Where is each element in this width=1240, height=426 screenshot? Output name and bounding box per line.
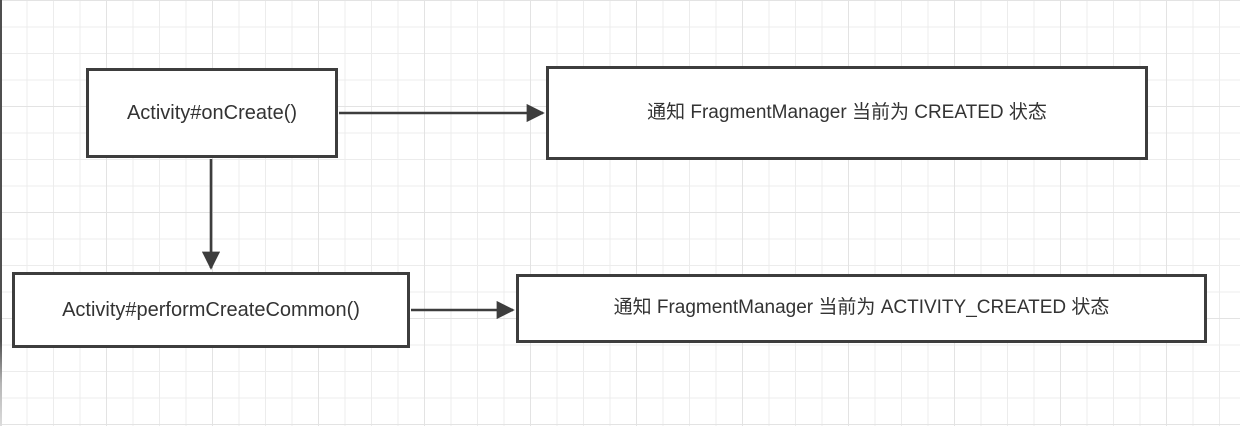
node-label-activity-oncreate: Activity#onCreate() (126, 102, 298, 124)
node-label-activity-performcreatecommon: Activity#performCreateCommon() (62, 299, 360, 321)
flow-node-notify-activity-created: 通知 FragmentManager 当前为 ACTIVITY_CREATED … (516, 274, 1207, 343)
flow-node-activity-oncreate: Activity#onCreate() (86, 68, 338, 158)
flow-node-notify-created: 通知 FragmentManager 当前为 CREATED 状态 (546, 66, 1148, 160)
screen-left-edge-line (0, 0, 2, 426)
node-label-notify-activity-created: 通知 FragmentManager 当前为 ACTIVITY_CREATED … (613, 297, 1110, 319)
node-label-notify-created: 通知 FragmentManager 当前为 CREATED 状态 (647, 101, 1047, 123)
flow-node-activity-performcreatecommon: Activity#performCreateCommon() (12, 272, 410, 348)
